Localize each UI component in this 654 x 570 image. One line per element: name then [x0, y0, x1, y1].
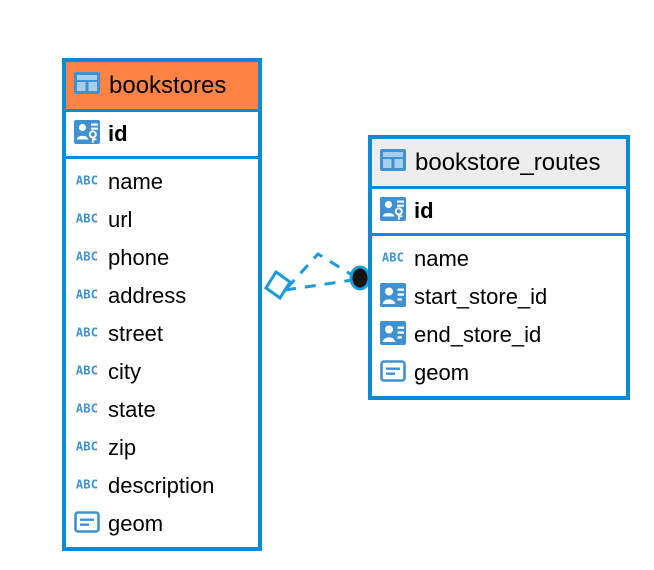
column-name: name	[108, 169, 164, 194]
column-row-street[interactable]: ABC street	[66, 315, 258, 353]
svg-text:ABC: ABC	[76, 401, 98, 415]
text-type-icon: ABC	[74, 324, 100, 345]
text-type-icon: ABC	[74, 210, 100, 231]
text-type-icon: ABC	[74, 286, 100, 307]
entity-bookstores[interactable]: bookstores id	[62, 58, 262, 551]
relationship-line-lower	[284, 278, 354, 292]
column-name: zip	[108, 435, 137, 460]
text-type-icon: ABC	[74, 438, 100, 459]
column-row-zip[interactable]: ABC zip	[66, 429, 258, 467]
primary-key-section: id	[66, 109, 258, 159]
column-name: description	[108, 473, 215, 498]
column-row-name[interactable]: ABC name	[66, 163, 258, 201]
column-name: name	[414, 246, 470, 271]
column-name: state	[108, 397, 156, 422]
svg-text:ABC: ABC	[76, 439, 98, 453]
svg-text:ABC: ABC	[76, 477, 98, 491]
geometry-type-icon	[74, 510, 100, 538]
filled-circle-icon	[349, 265, 371, 291]
column-name: id	[414, 198, 434, 223]
column-row-start-store-id[interactable]: start_store_id	[372, 278, 626, 316]
entity-header-bookstores[interactable]: bookstores	[66, 62, 258, 109]
entity-title: bookstores	[109, 71, 227, 99]
column-row-phone[interactable]: ABC phone	[66, 239, 258, 277]
svg-text:ABC: ABC	[76, 249, 98, 263]
column-name: address	[108, 283, 187, 308]
text-type-icon: ABC	[74, 476, 100, 497]
column-row-end-store-id[interactable]: end_store_id	[372, 316, 626, 354]
columns-section: ABC name ABC url ABC p	[66, 159, 258, 547]
foreign-key-icon	[380, 320, 406, 350]
column-row-name[interactable]: ABC name	[372, 240, 626, 278]
column-name: street	[108, 321, 164, 346]
column-row-state[interactable]: ABC state	[66, 391, 258, 429]
svg-text:ABC: ABC	[76, 325, 98, 339]
svg-text:ABC: ABC	[76, 173, 98, 187]
text-type-icon: ABC	[74, 248, 100, 269]
geometry-type-icon	[380, 359, 406, 387]
column-name: geom	[108, 511, 164, 536]
column-row-city[interactable]: ABC city	[66, 353, 258, 391]
column-name: geom	[414, 360, 470, 385]
column-name: id	[108, 121, 128, 146]
entity-bookstore-routes[interactable]: bookstore_routes id	[368, 135, 630, 400]
foreign-key-icon	[380, 282, 406, 312]
column-name: url	[108, 207, 133, 232]
svg-text:ABC: ABC	[76, 211, 98, 225]
column-row-geom[interactable]: geom	[66, 505, 258, 543]
text-type-icon: ABC	[380, 249, 406, 270]
column-row-geom[interactable]: geom	[372, 354, 626, 392]
svg-text:ABC: ABC	[382, 250, 404, 264]
entity-title: bookstore_routes	[415, 148, 601, 176]
primary-key-icon	[74, 119, 100, 150]
column-row-description[interactable]: ABC description	[66, 467, 258, 505]
column-name: end_store_id	[414, 322, 542, 347]
column-row-id[interactable]: id	[66, 112, 258, 156]
relationship-line-upper	[285, 252, 358, 290]
diamond-outline-icon	[263, 269, 293, 301]
primary-key-icon	[380, 196, 406, 227]
svg-text:ABC: ABC	[76, 363, 98, 377]
text-type-icon: ABC	[74, 400, 100, 421]
column-row-id[interactable]: id	[372, 189, 626, 233]
column-row-address[interactable]: ABC address	[66, 277, 258, 315]
primary-key-section: id	[372, 186, 626, 236]
svg-text:ABC: ABC	[76, 287, 98, 301]
column-name: phone	[108, 245, 170, 270]
text-type-icon: ABC	[74, 362, 100, 383]
entity-header-bookstore-routes[interactable]: bookstore_routes	[372, 139, 626, 186]
column-name: city	[108, 359, 141, 384]
column-name: start_store_id	[414, 284, 548, 309]
columns-section: ABC name start_store_id	[372, 236, 626, 396]
column-row-url[interactable]: ABC url	[66, 201, 258, 239]
table-icon	[74, 72, 100, 99]
table-icon	[380, 149, 406, 176]
text-type-icon: ABC	[74, 172, 100, 193]
